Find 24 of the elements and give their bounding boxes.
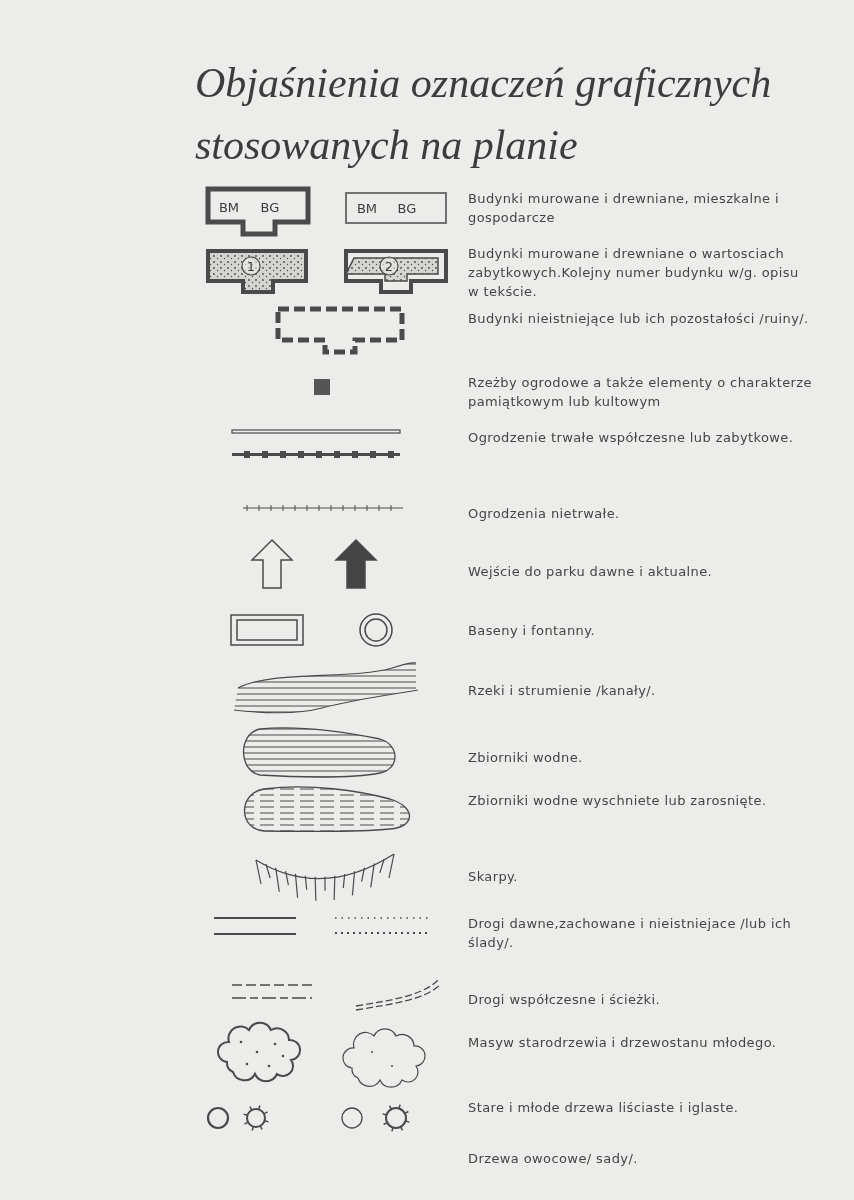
legend-text: Ogrodzenie trwałe współczesne lub zabytkowe. [468, 429, 795, 447]
title: Objaśnienia oznaczeń graficznych stosowanych na planie [195, 59, 773, 170]
building-code: BM [218, 199, 240, 215]
legend-text: Baseny i fontanny. [468, 622, 596, 640]
legend-text: Zbiorniki wodne. [468, 749, 584, 767]
legend-text: Budynki murowane i drewniane, mieszkalne i gospodarcze [468, 190, 781, 227]
building-code: BG [397, 200, 417, 216]
legend-text: Rzeżby ogrodowe a także elementy o charakterze pamiątkowym lub kultowym [468, 374, 813, 411]
building-code: BG [260, 199, 280, 215]
legend-text: Stare i młode drzewa liściaste i iglaste. [468, 1099, 740, 1117]
legend-text: Skarpy. [468, 868, 519, 886]
legend-text: Masyw starodrzewia i drzewostanu młodego. [468, 1034, 778, 1052]
legend-text: Drogi współczesne i ścieżki. [468, 991, 661, 1009]
legend-text: Budynki nieistniejące lub ich pozostałości /ruiny/. [468, 310, 810, 328]
legend-text: Budynki murowane i drewniane o wartosciach zabytkowych.Kolejny numer budynku w/g. opisu w tekście. [468, 245, 800, 301]
building-number: 1 [246, 258, 256, 274]
legend-text: Drogi dawne,zachowane i nieistniejace /lub ich ślady/. [468, 915, 793, 952]
legend-text: Zbiorniki wodne wyschniete lub zarosnięte. [468, 792, 768, 810]
legend-text: Wejście do parku dawne i aktualne. [468, 563, 714, 581]
legend-text: Ogrodzenia nietrwałe. [468, 505, 621, 523]
legend-text: Drzewa owocowe/ sady/. [468, 1150, 639, 1168]
building-code: BM [356, 200, 378, 216]
legend-text: Rzeki i strumienie /kanały/. [468, 682, 657, 700]
building-number: 2 [384, 258, 394, 274]
